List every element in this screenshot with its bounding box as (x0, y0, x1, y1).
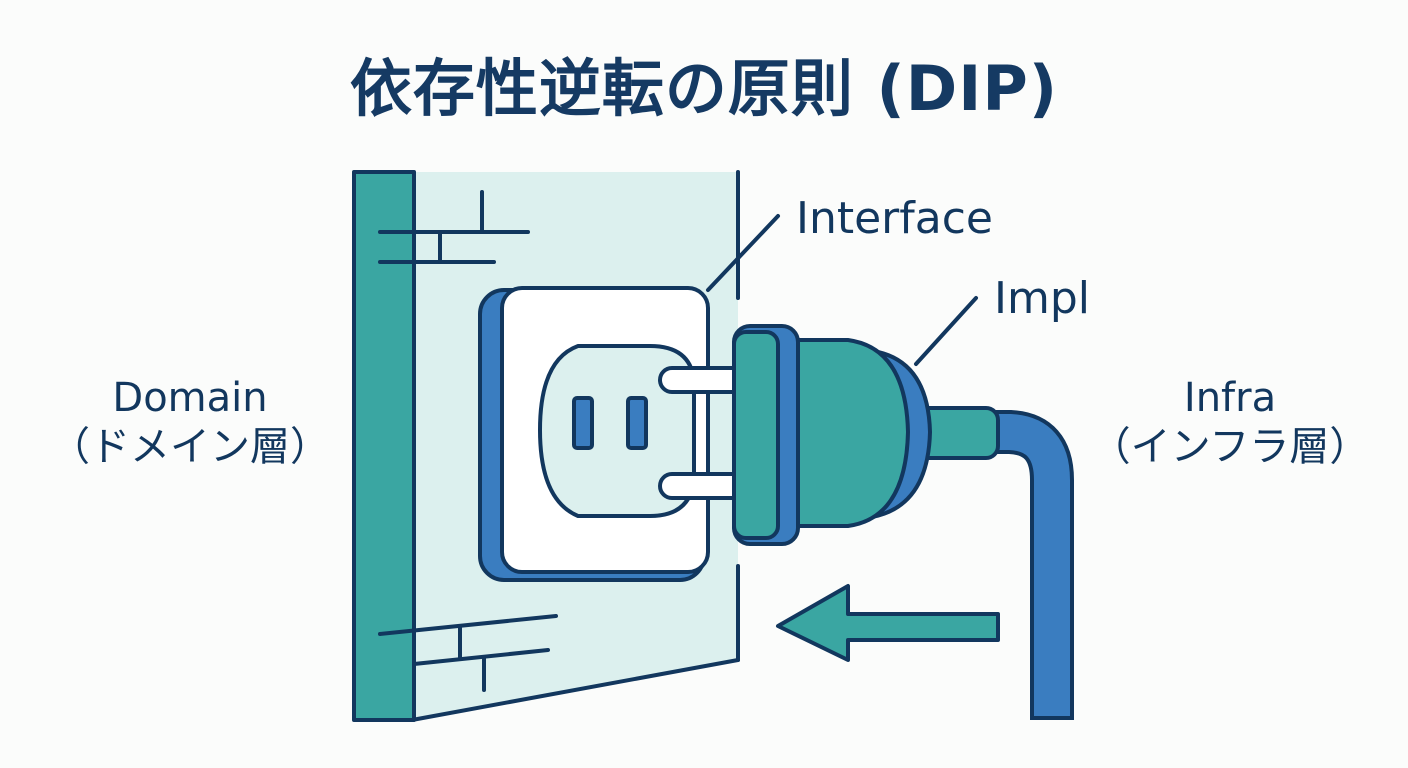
plug-prong-bottom (658, 472, 746, 500)
domain-label: Domain （ドメイン層） (40, 374, 340, 472)
outlet-slot-right (626, 396, 648, 450)
impl-label: Impl (994, 272, 1090, 326)
outlet-face (538, 344, 696, 518)
interface-leader-line (706, 214, 780, 292)
outlet-slot-left (572, 396, 594, 450)
plug-collar-front (732, 330, 780, 540)
interface-label-text: Interface (796, 193, 993, 244)
infra-label-text: Infra (1183, 375, 1277, 421)
dependency-arrow (776, 584, 1000, 662)
wall-bottom-edge (410, 658, 740, 722)
page-title: 依存性逆転の原則 (DIP) (349, 52, 1059, 125)
brick-lines-bottom (378, 614, 558, 692)
wall-side (352, 170, 416, 722)
infra-label-subtext: （インフラ層） (1090, 423, 1370, 470)
impl-leader-line (914, 296, 978, 366)
socket-interface (478, 286, 710, 582)
infra-label: Infra （インフラ層） (1080, 374, 1380, 472)
domain-label-text: Domain (112, 375, 268, 421)
plug-impl (658, 324, 1074, 720)
impl-label-text: Impl (994, 273, 1090, 324)
brick-lines-top (378, 190, 530, 264)
plug-prong-top (658, 366, 746, 394)
plug-cord-fill (980, 414, 1070, 716)
plug-body (772, 338, 910, 528)
interface-label: Interface (796, 192, 993, 246)
domain-label-subtext: （ドメイン層） (50, 423, 330, 470)
